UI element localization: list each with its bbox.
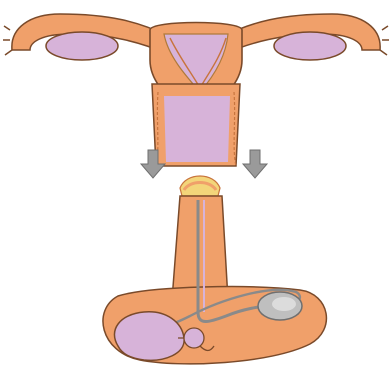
down-arrow-icon-right: [243, 150, 267, 178]
left-ovary: [46, 32, 118, 60]
left-fimbriae: [3, 26, 12, 55]
vaginal-lumen: [164, 96, 230, 162]
bladder: [114, 312, 184, 361]
right-ovary: [274, 32, 346, 60]
right-fimbriae: [380, 26, 389, 55]
male-reproductive-illustration: [103, 176, 326, 364]
prostate: [184, 328, 204, 348]
testis-inner: [272, 297, 296, 311]
penis-shaft: [172, 196, 228, 300]
uterus-illustration: [3, 14, 389, 166]
